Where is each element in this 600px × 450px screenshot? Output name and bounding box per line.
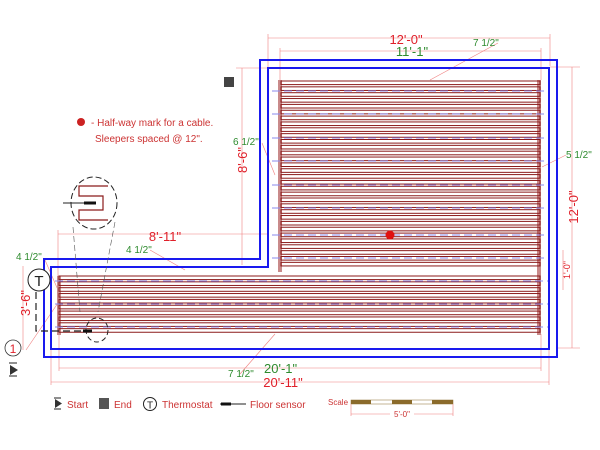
dim-lower-width: 8'-11" [149,229,182,244]
thermostat-legend-symbol: T [147,401,153,412]
cable-loop [280,133,541,138]
cable-loop [58,298,541,304]
cable-loop [58,304,541,310]
cable-loop [280,98,541,103]
cable-loop [280,244,541,249]
scale-label: Scale [328,398,349,407]
cable-loop [280,168,541,173]
cable-loop [58,281,541,286]
cable-loop [280,121,541,127]
dim-left-offset: 4 1/2" [16,252,42,263]
legend: Start End T Thermostat Floor sensor [54,397,306,412]
cable-loop [58,293,541,298]
cable-loop [280,185,541,191]
sleepers [55,90,548,328]
cable-loop [280,179,541,185]
cable-turn-strip [278,80,282,272]
cable-loop [280,238,541,244]
start-marker-icon [9,362,18,377]
cable-loop [280,127,541,132]
dim-right-step: 1'-0" [562,261,572,279]
halfway-legend-icon [77,118,85,126]
halfway-mark-icon [385,230,395,240]
cable-loop [280,115,541,121]
legend-end: End [114,400,132,411]
dim-right-height: 12'-0" [566,190,581,224]
cable-loop [280,92,541,97]
legend-thermostat: Thermostat [162,400,213,411]
dim-top-outer: 12'-0" [389,32,423,47]
cable-loop [280,162,541,167]
end-marker-icon [224,77,234,87]
dim-bottom-inner: 20'-1" [264,361,298,376]
cable-loop [58,322,541,327]
cable-loop [280,226,541,232]
start-legend-icon [55,399,62,408]
thermostat-label: T [34,273,43,290]
cable-loop [280,109,541,115]
cable-loop [280,144,541,150]
note-halfway: - Half-way mark for a cable. [91,118,213,129]
dim-upper-left-offset: 6 1/2" [233,137,259,148]
dim-right-offset: 5 1/2" [566,150,592,161]
note-sleepers: Sleepers spaced @ 12". [95,134,203,145]
cable-loop [280,174,541,179]
cable-loop [58,287,541,292]
cable-loop [58,275,541,281]
circuit-marker-icon [4,339,22,357]
cable-loop [280,80,541,86]
cable-loop [280,215,541,220]
dim-bottom-offset: 7 1/2" [228,369,254,380]
thermostat-icon [27,268,51,292]
cable-loop [280,250,541,255]
circuit-number: 1 [10,342,17,356]
dim-top-inner: 11'-1" [396,44,429,59]
cable-loop [280,197,541,203]
cable-loop [58,316,541,322]
legend-floor-sensor: Floor sensor [250,400,306,411]
inner-wall [50,67,550,350]
cable-loop [280,156,541,162]
cable-loop [280,103,541,109]
cable-loop [280,191,541,197]
cable-loop [58,310,541,316]
dim-lower-top-offset: 4 1/2" [126,245,152,256]
outer-wall [43,59,558,358]
cable-loop [280,261,541,267]
cable-loop [280,220,541,226]
thermostat-legend-icon [143,397,157,411]
cable-loop [280,150,541,156]
sensor-wire [35,292,84,332]
cable-loop [280,209,541,214]
scale-bar: Scale 5'-0" [328,398,454,419]
cable-loop [280,139,541,144]
cable-loop [280,86,541,91]
dim-upper-left-height: 8'-6" [235,147,250,173]
end-legend-icon [99,398,109,409]
cable-loop [58,328,541,333]
dim-top-offset: 7 1/2" [473,38,499,49]
scale-length: 5'-0" [394,410,410,419]
dim-lower-left-height: 3'-6" [18,290,33,316]
dim-bottom-outer: 20'-11" [263,375,303,390]
sensor-detail-callout [63,176,118,343]
legend-start: Start [67,400,88,411]
cable-loop [280,203,541,208]
